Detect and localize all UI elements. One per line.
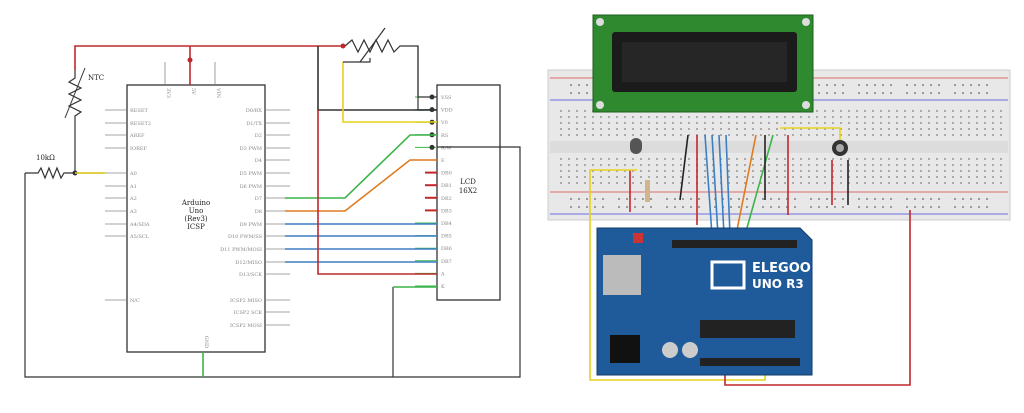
rs-wire [285, 134, 437, 199]
junction-dot [429, 144, 435, 150]
arduino-symbol [126, 84, 266, 353]
ntc-label: NTC [88, 74, 104, 82]
ntc-diagonal [64, 67, 86, 119]
arduino-left-pin-label: A3 [129, 209, 137, 215]
arduino-right-pin-label: D3 PWM [240, 146, 262, 152]
arduino-top-pin-label: 5V [190, 88, 196, 95]
arduino-right-pin-label: D11 PWM/MOSI [220, 247, 262, 253]
digital-header [672, 240, 797, 248]
lcd-pin-label: DB0 [441, 171, 452, 177]
lcd-pin-label: K [441, 284, 445, 290]
arduino-right-pin-label: D10 PWM/SS [228, 234, 263, 240]
arduino-left-pin-label: A4/SDA [129, 222, 150, 228]
arduino-board [596, 227, 813, 376]
elegoo-logo [710, 260, 746, 290]
arduino-right-pin-label: D6 PWM [240, 184, 262, 190]
analog-header [700, 358, 800, 366]
lcd-pin-label: E [441, 158, 445, 164]
junction-dot [187, 57, 193, 63]
arduino-right-pin-label: D4 [255, 158, 262, 164]
lcd-pin-label: DB1 [441, 183, 452, 189]
board-model: UNO R3 [752, 277, 804, 291]
lcd-pin-label: DB6 [441, 246, 452, 252]
board-brand: ELEGOO [752, 261, 811, 276]
lcd-pin-label: V0 [440, 120, 448, 126]
arduino-left-pin-label: IOREF [130, 146, 147, 152]
arduino-right-pin-label: ICSP2 MOSI [230, 323, 262, 329]
arduino-left-pin-label: A1 [129, 184, 137, 190]
resistor-label: 10kΩ [36, 154, 55, 162]
arduino-left-pin-label: A0 [129, 171, 137, 177]
arduino-right-pin-label: D1/TX [246, 121, 262, 127]
resistor-10k [25, 166, 105, 180]
ntc-thermistor [67, 70, 83, 173]
lcd-pin-label: DB2 [441, 196, 452, 202]
lcd-pin-label: DB7 [441, 259, 452, 265]
lcd-symbol [436, 84, 501, 301]
arduino-left-pin-label: N/C [130, 298, 140, 304]
arduino-left-pin-label: RESET [130, 108, 148, 114]
arduino-left-pin-label: RESET2 [130, 121, 151, 127]
ntc-part [630, 138, 642, 154]
lcd-pin-label: VDD [440, 108, 453, 114]
arduino-right-pin-label: D12/MISO [235, 260, 262, 266]
lcd-pin-label: DB3 [441, 208, 452, 214]
lcd-pin-label: VSS [440, 95, 452, 101]
arduino-gnd-label: GND [203, 336, 209, 348]
arduino-title-1: Arduino [181, 199, 210, 207]
arduino-top-pin-label: VIN [215, 87, 221, 99]
potentiometer-arrow [359, 27, 386, 63]
e-wire [285, 159, 437, 212]
arduino-right-pin-label: ICSP2 SCK [234, 310, 263, 316]
arduino-top-pin-label: 3V3 [165, 88, 171, 98]
lcd-pin-label: RS [441, 133, 449, 139]
lcd-title-1: LCD [460, 178, 476, 186]
ground-wire [24, 146, 521, 378]
arduino-left-pin-label: AREF [129, 133, 145, 139]
lcd-pin-label: A [440, 271, 445, 277]
resistor-part [645, 180, 650, 202]
vss-wire [417, 46, 437, 98]
lcd-pin-label: R/W [441, 145, 452, 151]
lcd-title-2: 16X2 [459, 187, 477, 195]
arduino-title-4: ICSP [187, 223, 205, 231]
arduino-right-pin-label: D7 [255, 196, 262, 202]
v0-wire [342, 62, 437, 123]
vdd-wire [317, 46, 437, 111]
reset-button [633, 233, 643, 243]
breadboard-view: ELEGOO UNO R3 [547, 14, 1011, 386]
arduino-title-2: Uno [189, 207, 204, 215]
arduino-right-pin-label: ICSP2 MISO [230, 298, 262, 304]
arduino-right-pin-label: D2 [255, 133, 262, 139]
arduino-left-pin-label: A5/SCL [129, 234, 150, 240]
arduino-right-pin-label: D0/RX [246, 108, 263, 114]
junction-dot [340, 43, 346, 49]
potentiometer [344, 38, 437, 111]
arduino-right-pin-label: D5 PWM [240, 171, 262, 177]
a-backlight-wire [317, 110, 437, 275]
wiper-wire [343, 58, 371, 63]
usb-port [603, 255, 641, 295]
arduino-right-pin-label: D8 [255, 209, 262, 215]
arduino-left-pin-label: A2 [129, 196, 137, 202]
arduino-right-pin-label: D9 PWM [240, 222, 262, 228]
lcd-pin-label: DB4 [441, 221, 452, 227]
arduino-title-3: (Rev3) [184, 215, 208, 223]
power-jack [610, 335, 640, 363]
lcd-pin-label: DB5 [441, 234, 452, 240]
microcontroller-chip [700, 320, 795, 338]
arduino-right-pin-label: D13/SCK [239, 272, 262, 278]
5v-wire [74, 45, 345, 70]
